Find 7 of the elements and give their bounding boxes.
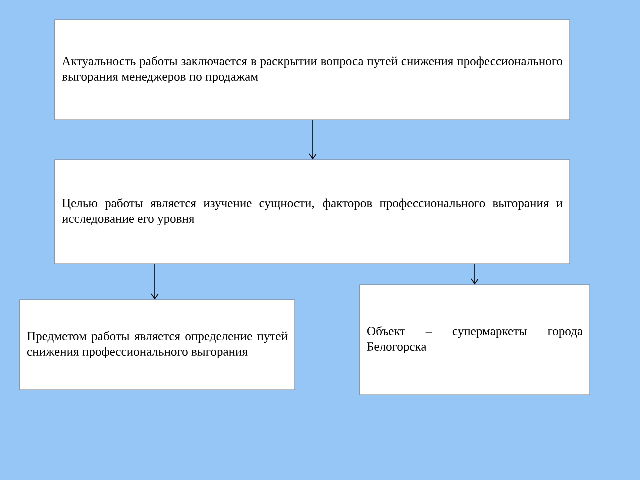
- arrow: [151, 264, 159, 300]
- text-box: Объект – супермаркеты города Белогорска: [360, 284, 590, 396]
- text-box: Целью работы является изучение сущности, факторов профессионального выгорания и исследование его уровня: [54, 160, 570, 264]
- arrow: [309, 120, 317, 160]
- text-box: Предметом работы является определение путей снижения профессионального выгорания: [20, 300, 296, 390]
- text-box: Актуальность работы заключается в раскрытии вопроса путей снижения профессионального выгорания менеджеров по продажам: [54, 20, 570, 120]
- arrow: [471, 264, 479, 285]
